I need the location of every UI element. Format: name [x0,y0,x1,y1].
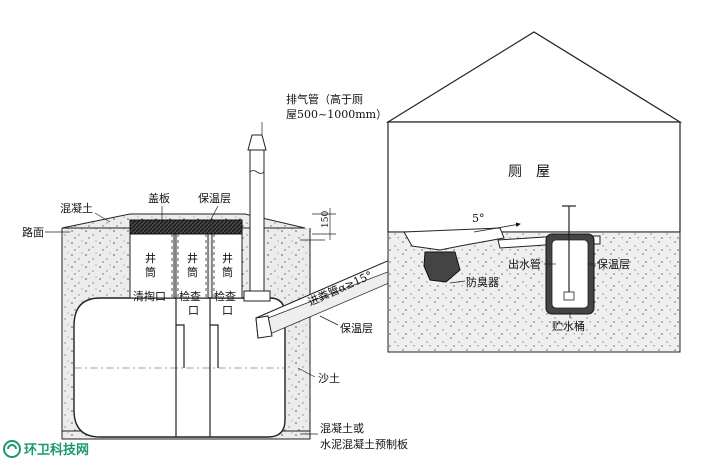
label-inspection-2: 检查 [214,289,236,303]
label-base-2: 水泥混凝土预制板 [320,437,408,451]
label-inspection-1: 检查 [179,289,201,303]
label-outlet-pipe: 出水管 [508,257,541,271]
label-insulation-top: 保温层 [198,191,231,205]
label-vent-pipe-height: 屋500~1000mm） [286,108,387,121]
label-shaft-2b: 筒 [187,265,198,279]
watermark-text: 环卫科技网 [24,442,89,458]
label-road: 路面 [22,226,44,239]
label-angle-5: 5° [472,212,485,225]
dimension-150 [312,208,336,240]
label-cover: 盖板 [148,191,170,205]
label-cleanout: 清掏口 [133,289,166,303]
label-sand: 沙土 [318,372,340,385]
label-shaft-2a: 井 [187,251,198,265]
watermark-logo: 环卫科技网 [3,440,89,458]
label-inspection-1b: 口 [188,304,199,317]
toilet-house [385,31,683,353]
vent-pipe [243,134,271,302]
water-bucket [545,205,595,315]
label-odor-trap: 防臭器 [466,275,499,289]
label-water-bucket: 贮水桶 [552,319,585,333]
label-insulation-right: 保温层 [597,257,630,271]
shafts [129,219,243,299]
label-shaft-1b: 筒 [145,265,156,279]
label-shaft-3a: 井 [222,251,233,265]
label-shaft-1a: 井 [145,251,156,265]
label-inspection-2b: 口 [222,304,233,317]
septic-tank [73,297,286,438]
label-insulation-pipe: 保温层 [340,321,373,335]
label-shaft-3b: 筒 [222,265,233,279]
label-dimension-150: 150 [321,211,331,228]
leader-lines [45,122,596,435]
label-base-1: 混凝土或 [320,421,364,435]
label-vent-pipe: 排气管（高于厕 [286,92,363,106]
label-toilet-house: 厕 屋 [508,164,550,180]
label-concrete: 混凝土 [60,201,93,215]
toilet-pan [403,222,521,283]
